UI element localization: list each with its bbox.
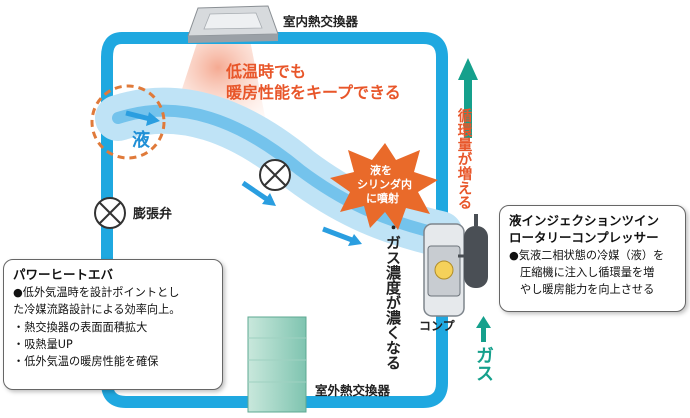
circulation-up-arrow	[458, 58, 478, 138]
liquid-label: 液	[132, 130, 150, 151]
burst-line1: 液を	[370, 164, 392, 177]
outdoor-heat-exchanger-icon	[247, 316, 307, 413]
power-heat-evaporator-box: パワーヒートエバ ●低外気温時を設計ポイントとし た冷媒流路設計による効率向上。…	[3, 259, 223, 390]
indoor-unit-icon	[187, 5, 279, 43]
power-box-bullet: ・低外気温の暖房性能を確保	[13, 355, 159, 369]
flow-arrow-2	[322, 226, 362, 246]
expansion-valve-symbol	[94, 197, 126, 229]
power-box-desc-line2: た冷媒流路設計による効率向上。	[13, 303, 181, 317]
power-box-bullet: ・吸熱量UP	[13, 337, 73, 351]
liquid-zone-highlight	[90, 84, 166, 160]
gas-label: ガス	[473, 346, 494, 382]
burst-line2: シリンダ内	[357, 178, 412, 191]
flow-arrow-1	[241, 180, 276, 206]
compressor-box-desc-line3: やし暖房能力を向上させる	[520, 283, 655, 297]
circulation-increase-label: 循環量が増える	[455, 108, 472, 210]
gas-concentration-label: ・ガス濃度が濃くなる	[384, 220, 402, 370]
power-box-bullet: ・熱交換器の表面面積拡大	[13, 320, 148, 334]
liquid-flow-core	[112, 104, 446, 240]
outdoor-exchanger-label: 室外熱交換器	[315, 383, 391, 398]
heating-performance-line1: 低温時でも	[226, 62, 307, 81]
expansion-valve-label: 膨張弁	[133, 207, 173, 222]
compressor-box-title-line1: 液インジェクションツイン	[509, 213, 660, 228]
compressor-icon	[423, 214, 488, 317]
valve-symbol-mid	[259, 159, 291, 191]
power-box-title: パワーヒートエバ	[13, 267, 114, 282]
compressor-box-desc-line2: 圧縮機に注入し循環量を増	[520, 266, 655, 280]
compressor-box-desc-line1: ●気液二相状態の冷媒（液）を	[509, 248, 665, 262]
power-box-desc-line1: ●低外気温時を設計ポイントとし	[13, 285, 180, 299]
comp-label: コンプ	[419, 319, 455, 333]
gas-up-arrow	[476, 316, 491, 342]
burst-line3: に噴射	[366, 192, 399, 205]
indoor-exchanger-label: 室内熱交換器	[283, 14, 359, 29]
compressor-info-box: 液インジェクションツイン ロータリーコンプレッサー ●気液二相状態の冷媒（液）を…	[499, 205, 686, 312]
liquid-direction-arrow	[125, 110, 160, 126]
heating-performance-line2: 暖房性能をキープできる	[226, 83, 401, 102]
refrigerant-pipe-loop	[101, 32, 448, 408]
injection-burst	[330, 143, 438, 230]
compressor-box-title-line2: ロータリーコンプレッサー	[509, 229, 659, 245]
